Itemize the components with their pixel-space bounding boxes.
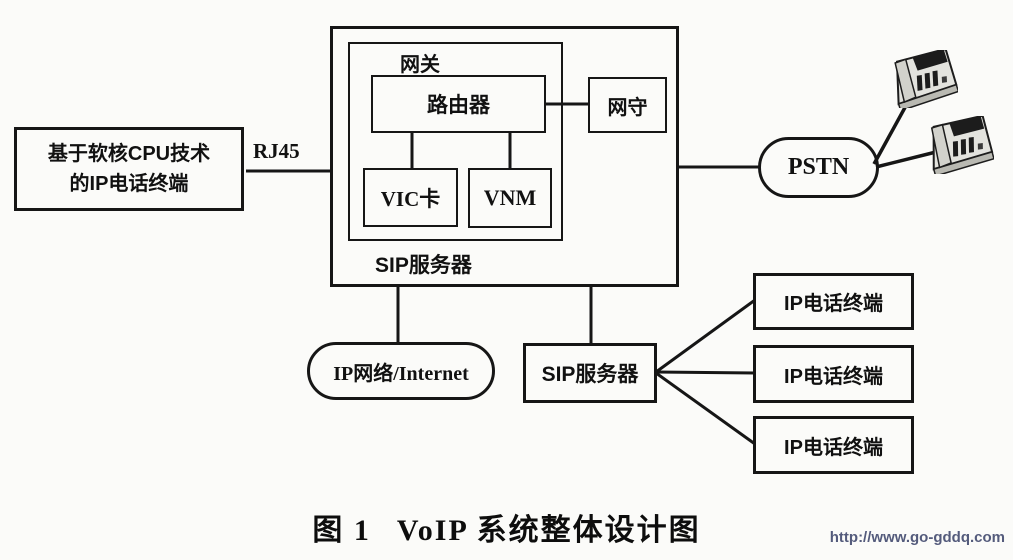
node-gatekeeper: 网守 xyxy=(588,77,667,133)
node-softcore-ip-terminal: 基于软核CPU技术 的IP电话终端 xyxy=(14,127,244,211)
node-sip-server-enclosure xyxy=(330,26,679,287)
figure-caption-number: 图 1 xyxy=(312,514,371,547)
node-gateway-enclosure xyxy=(348,42,563,241)
figure-caption: 图 1 VoIP 系统整体设计图 xyxy=(0,505,1013,549)
node-ip-terminal-2: IP电话终端 xyxy=(753,345,914,403)
node-sip-server-right: SIP服务器 xyxy=(523,343,657,403)
node-ip-terminal-3: IP电话终端 xyxy=(753,416,914,474)
watermark-url: http://www.go-gddq.com xyxy=(829,529,1005,546)
phone-icon xyxy=(930,116,994,174)
rj45-link-label: RJ45 xyxy=(253,139,300,163)
phone-icon xyxy=(894,50,958,108)
node-router: 路由器 xyxy=(371,75,546,133)
node-softcore-ip-terminal-label: 基于软核CPU技术 的IP电话终端 xyxy=(47,143,211,195)
node-ip-network-internet: IP网络/Internet xyxy=(307,342,495,400)
gateway-label: 网关 xyxy=(400,54,440,76)
node-pstn: PSTN xyxy=(758,137,879,198)
node-vnm: VNM xyxy=(468,168,552,228)
figure-caption-title: VoIP 系统整体设计图 xyxy=(396,514,701,547)
sip-server-main-label: SIP服务器 xyxy=(375,254,472,277)
node-ip-terminal-1: IP电话终端 xyxy=(753,273,914,330)
node-vic-card: VIC卡 xyxy=(363,168,458,227)
